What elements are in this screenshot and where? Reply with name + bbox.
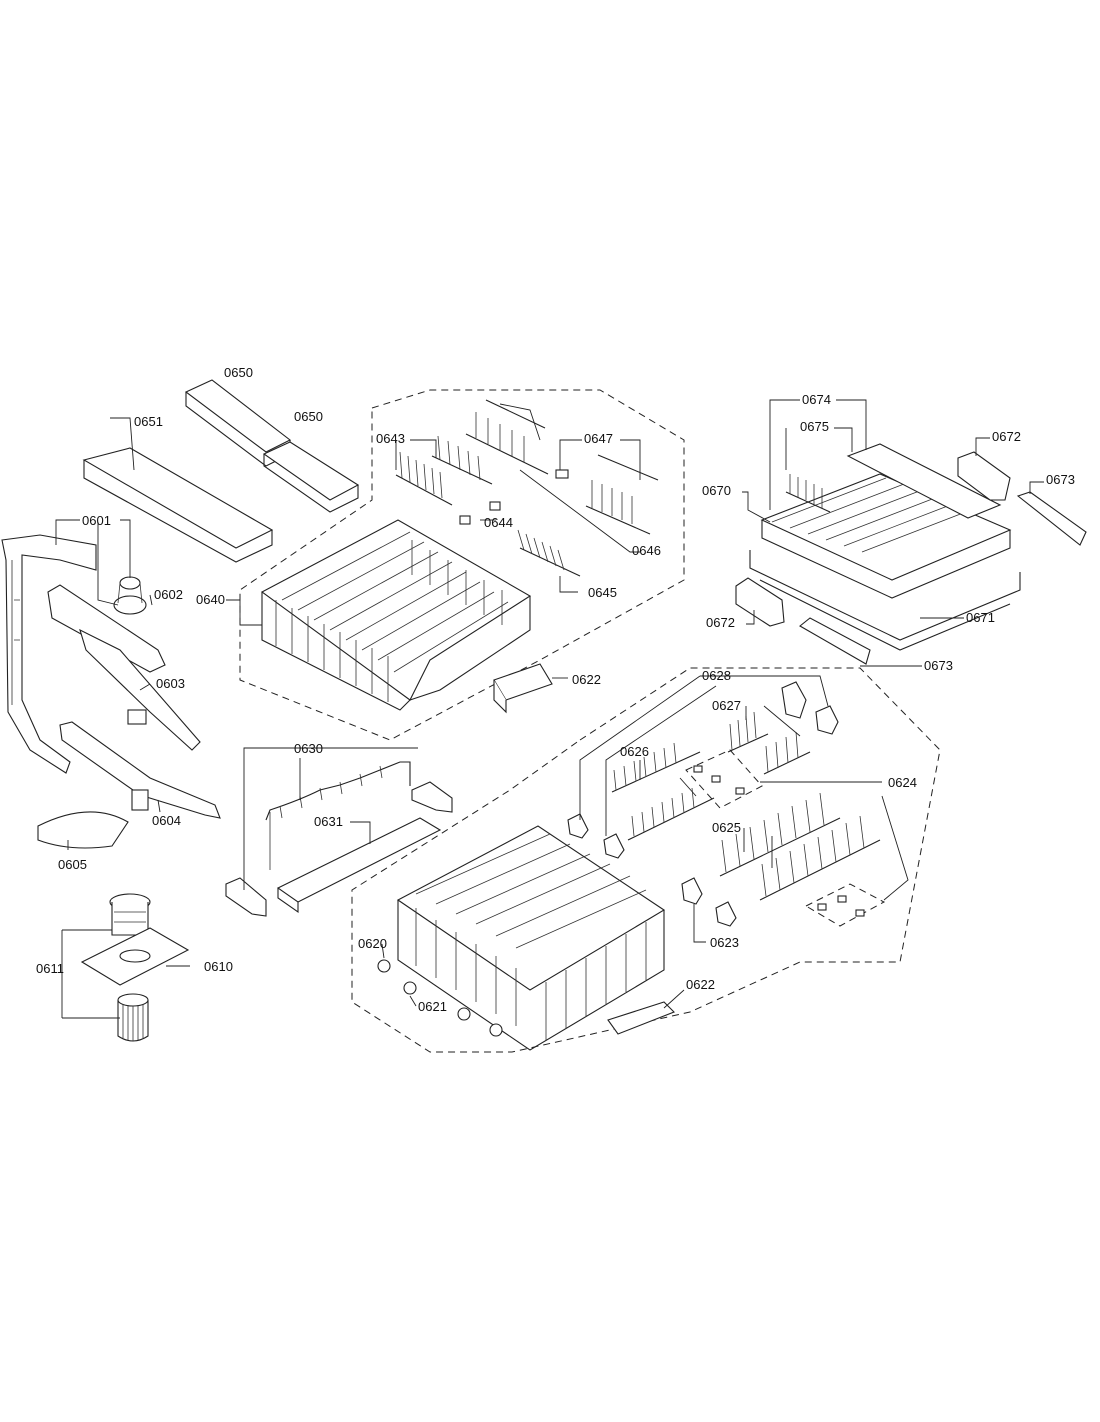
callout-0603: 0603 (156, 676, 185, 691)
callout-0672-top: 0672 (992, 429, 1021, 444)
callout-0631: 0631 (314, 814, 343, 829)
callout-0621: 0621 (418, 999, 447, 1014)
clips-0623 (681, 877, 737, 927)
strip-0673-right (1016, 491, 1087, 546)
tine-row-0627 (727, 711, 811, 775)
callout-0623: 0623 (710, 935, 739, 950)
callout-0602: 0602 (154, 587, 183, 602)
tine-row-0625 (719, 792, 881, 901)
tray-0674 (846, 443, 1002, 519)
wheels-0621 (377, 959, 503, 1037)
callout-0622-upper: 0622 (572, 672, 601, 687)
end-cap-0672-top (957, 451, 1011, 501)
clip-set-0624-bottom (804, 883, 886, 927)
group-outline-upper-rack (239, 389, 685, 741)
handle-0622-lower (607, 1001, 675, 1035)
callout-0610: 0610 (204, 959, 233, 974)
lower-rack-0620 (396, 825, 666, 1051)
callout-0622-lower: 0622 (686, 977, 715, 992)
tine-row-0646 (465, 399, 549, 475)
micro-filter-0611 (117, 993, 149, 1042)
tine-row-0626 (611, 742, 715, 841)
supply-pipe (1, 534, 97, 774)
callout-0670: 0670 (702, 483, 731, 498)
callout-0625: 0625 (712, 820, 741, 835)
clip-0644 (459, 469, 569, 525)
callout-0630: 0630 (294, 741, 323, 756)
tine-row-0647 (585, 454, 659, 535)
callout-0675: 0675 (800, 419, 829, 434)
callout-0601: 0601 (82, 513, 111, 528)
upper-rack-0640 (260, 519, 532, 711)
leader-lines (55, 399, 1044, 1019)
callout-0673-bottom: 0673 (924, 658, 953, 673)
callout-0674: 0674 (802, 392, 831, 407)
lower-spray-arm (59, 721, 221, 819)
callout-0650-top: 0650 (224, 365, 253, 380)
callout-0627: 0627 (712, 698, 741, 713)
strip-0673-bottom (799, 617, 871, 665)
callout-0626: 0626 (620, 744, 649, 759)
clip-set-0624-top (685, 749, 763, 809)
tine-row-0643b (431, 435, 493, 485)
callout-0651: 0651 (134, 414, 163, 429)
group-outline-lower-rack (351, 667, 941, 1053)
hinges-0628 (567, 681, 839, 859)
tine-row-0645 (517, 529, 581, 577)
callout-0671: 0671 (966, 610, 995, 625)
callout-0673-right: 0673 (1046, 472, 1075, 487)
filter-assembly-0610 (80, 893, 190, 986)
callout-0644: 0644 (484, 515, 513, 530)
callout-0646: 0646 (632, 543, 661, 558)
basket-insert-0622-upper (493, 663, 553, 714)
callout-0647: 0647 (584, 431, 613, 446)
callout-0645: 0645 (588, 585, 617, 600)
rail-0631 (276, 817, 442, 914)
callout-0611: 0611 (36, 961, 64, 976)
callout-0643: 0643 (376, 431, 405, 446)
nozzle-0602 (113, 576, 147, 615)
callout-0620: 0620 (358, 936, 387, 951)
callout-0640: 0640 (196, 592, 225, 607)
end-cap-0672-bottom (735, 577, 785, 627)
callout-0672-bottom: 0672 (706, 615, 735, 630)
cutlery-tray-0650-bottom (262, 441, 360, 513)
rail-0630 (225, 761, 453, 917)
tine-row-0643a (395, 451, 453, 506)
callout-0624: 0624 (888, 775, 917, 790)
third-rack-0670 (749, 473, 1021, 651)
tine-row-0675 (785, 474, 831, 513)
callout-0605: 0605 (58, 857, 87, 872)
cutlery-tray-0651 (82, 447, 274, 563)
callout-0628: 0628 (702, 668, 731, 683)
callout-0650: 0650 (294, 409, 323, 424)
callout-labels: 0650 0650 0651 0601 0602 0603 0604 0605 … (36, 365, 1075, 1014)
filter-plate-0605 (37, 811, 129, 849)
callout-0604: 0604 (152, 813, 181, 828)
